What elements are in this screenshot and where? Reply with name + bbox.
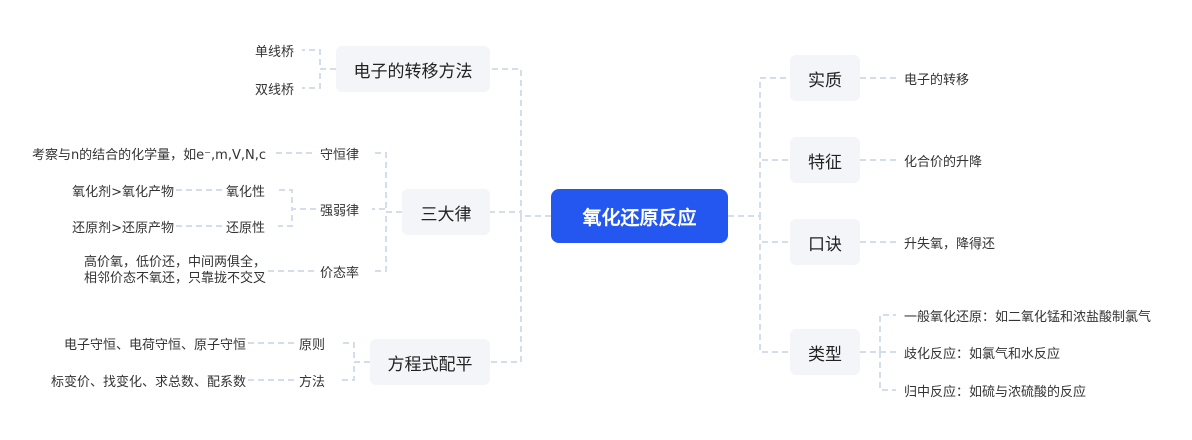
leaf-type-disproportionation[interactable]: 歧化反应：如氯气和水反应: [904, 346, 1061, 362]
leaf-essence-detail[interactable]: 电子的转移: [904, 72, 970, 88]
sub-method[interactable]: 方法: [299, 374, 326, 390]
connector-line: [860, 314, 896, 353]
connector-line: [341, 361, 370, 381]
connector-line: [490, 68, 551, 217]
leaf-type-comproportionation[interactable]: 归中反应：如硫与浓硫酸的反应: [904, 384, 1087, 400]
connector-line: [278, 208, 316, 227]
sub-reducing[interactable]: 还原性: [226, 220, 266, 236]
branch-three-laws[interactable]: 三大律: [402, 189, 490, 235]
leaf-method-detail[interactable]: 标变价、找变化、求总数、配系数: [50, 374, 246, 390]
connector-line: [341, 342, 370, 363]
leaf-valence-detail[interactable]: 高价氧，低价还，中间两俱全， 相邻价态不氧还，只靠拢不交叉: [40, 255, 266, 289]
root-node[interactable]: 氧化还原反应: [551, 189, 728, 243]
connector-line: [372, 152, 402, 213]
sub-oxidizing[interactable]: 氧化性: [226, 184, 266, 200]
valence-detail-line-2: 相邻价态不氧还，只靠拢不交叉: [83, 271, 266, 286]
connector-line: [372, 211, 402, 272]
leaf-oxidizing-detail[interactable]: 氧化剂>氧化产物: [72, 184, 174, 200]
connector-line: [302, 49, 336, 70]
sub-valence-law[interactable]: 价态率: [320, 265, 360, 281]
branch-essence[interactable]: 实质: [790, 55, 860, 101]
branch-feature[interactable]: 特征: [790, 137, 860, 183]
leaf-reducing-detail[interactable]: 还原剂>还原产物: [72, 220, 174, 236]
sub-conservation-law[interactable]: 守恒律: [320, 147, 360, 163]
leaf-single-bridge[interactable]: 单线桥: [254, 44, 294, 60]
leaf-double-bridge[interactable]: 双线桥: [254, 82, 294, 98]
branch-mnemonic[interactable]: 口诀: [790, 219, 860, 265]
sub-principle[interactable]: 原则: [299, 337, 326, 353]
leaf-principle-detail[interactable]: 电子守恒、电荷守恒、原子守恒: [63, 337, 246, 353]
valence-detail-line-1: 高价氧，低价还，中间两俱全，: [83, 255, 266, 270]
leaf-feature-detail[interactable]: 化合价的升降: [904, 154, 983, 170]
branch-equation-balancing[interactable]: 方程式配平: [370, 339, 490, 385]
connector-line: [490, 215, 551, 363]
sub-strength-law[interactable]: 强弱律: [320, 203, 360, 219]
connector-line: [728, 215, 790, 353]
leaf-type-general[interactable]: 一般氧化还原：如二氧化锰和浓盐酸制氯气: [904, 309, 1152, 325]
connector-line: [728, 159, 790, 217]
connector-line: [860, 351, 896, 391]
leaf-mnemonic-detail[interactable]: 升失氧，降得还: [904, 236, 996, 252]
connector-line: [490, 211, 551, 217]
connector-line: [278, 189, 316, 210]
branch-electron-transfer[interactable]: 电子的转移方法: [336, 46, 490, 92]
leaf-conservation-detail[interactable]: 考察与n的结合的化学量，如e⁻,m,V,N,c: [31, 147, 266, 163]
branch-types[interactable]: 类型: [790, 329, 860, 375]
connector-line: [372, 208, 402, 213]
connector-line: [302, 68, 336, 89]
